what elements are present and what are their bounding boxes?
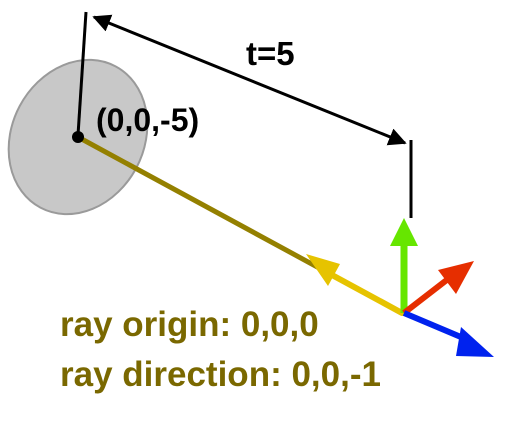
axis-forward-shaft xyxy=(402,310,470,343)
axis-right-shaft xyxy=(402,276,450,316)
axis-right-arrowhead xyxy=(438,261,474,294)
ray-direction-arrow-shaft xyxy=(329,272,405,316)
dimension-tick-left xyxy=(76,11,88,136)
point-coordinate-label: (0,0,-5) xyxy=(96,102,199,138)
ray-origin-label: ray origin: 0,0,0 xyxy=(60,305,319,344)
distance-label: t=5 xyxy=(246,35,295,72)
dimension-line xyxy=(92,14,407,146)
ray-direction-arrowhead xyxy=(306,254,340,286)
ray-direction-label: ray direction: 0,0,-1 xyxy=(60,355,381,394)
axis-forward-arrowhead xyxy=(456,327,494,357)
axis-up-arrowhead xyxy=(390,218,418,246)
point-dot xyxy=(72,131,84,143)
